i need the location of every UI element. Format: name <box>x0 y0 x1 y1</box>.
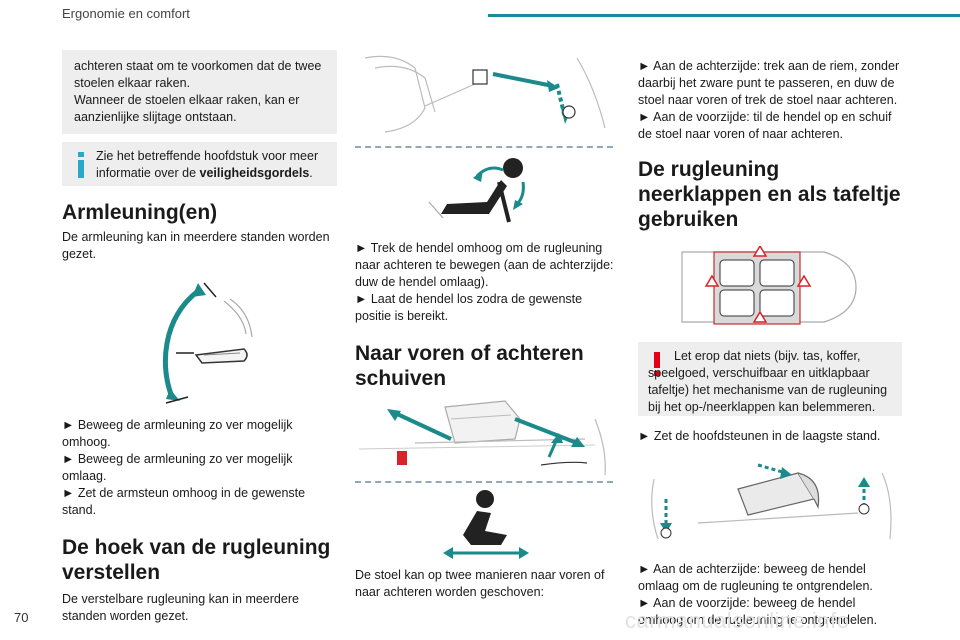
backrest-unlock-illustration <box>651 463 892 540</box>
armrest-step-2: ► Beweeg de armleuning zo ver mogelijk o… <box>62 452 293 483</box>
warning-box: Let erop dat niets (bijv. tas, koffer, s… <box>638 342 902 416</box>
section-title: Ergonomie en comfort <box>62 6 190 21</box>
car-seat-layout-illustration <box>681 246 857 325</box>
seat-recline-icon <box>428 158 525 223</box>
slide-step-1: ► Aan de achterzijde: trek aan de riem, … <box>638 59 900 107</box>
backrest-step-2: ► Laat de hendel los zodra de gewenste p… <box>355 292 583 323</box>
watermark: carmanualsonline.info <box>625 608 850 633</box>
note-text-2: Wanneer de stoelen elkaar raken, kan er … <box>74 93 300 124</box>
backrest-steps: ► Trek de hendel omhoog om de rugleuning… <box>355 240 617 325</box>
info-icon <box>78 152 84 178</box>
column-1: achteren staat om te voorkomen dat de tw… <box>62 50 337 625</box>
heading-armrest: Armleuning(en) <box>62 201 218 224</box>
seat-slide-illustration <box>358 400 606 476</box>
unlock-step-2: ► Aan de voorzijde: beweeg de hendel omh… <box>638 596 878 627</box>
note-text-1: achteren staat om te voorkomen dat de tw… <box>74 59 322 90</box>
heading-slide: Naar voren of achteren schuiven <box>355 342 584 390</box>
slide-intro: De stoel kan op twee manieren naar voren… <box>355 568 605 599</box>
dashed-divider-2 <box>355 481 613 483</box>
backrest-intro: De verstelbare rugleuning kan in meerder… <box>62 592 299 623</box>
seat-slide-icon <box>443 490 529 559</box>
slide-step-2: ► Aan de voorzijde: til de hendel op en … <box>638 110 892 141</box>
slide-steps: ► Aan de achterzijde: trek aan de riem, … <box>638 58 904 143</box>
armrest-intro: De armleuning kan in meerdere standen wo… <box>62 230 330 261</box>
info-text: Zie het betreffende hoofdstuk voor meer … <box>96 149 319 180</box>
page-number: 70 <box>14 610 29 625</box>
backrest-step-1: ► Trek de hendel omhoog om de rugleuning… <box>355 241 614 289</box>
heading-fold-table: De rugleuning neerklappen en als tafeltj… <box>638 158 901 231</box>
info-box: Zie het betreffende hoofdstuk voor meer … <box>62 142 337 186</box>
backrest-lever-illustration <box>364 55 606 133</box>
armrest-illustration <box>162 282 253 404</box>
armrest-step-1: ► Beweeg de armleuning zo ver mogelijk o… <box>62 418 293 449</box>
heading-backrest-angle: De hoek van de rugleuning verstellen <box>62 536 331 584</box>
header-accent-bar <box>488 14 960 17</box>
warning-icon <box>654 352 660 376</box>
note-box: achteren staat om te voorkomen dat de tw… <box>62 50 337 134</box>
dashed-divider <box>355 146 613 148</box>
info-bold-link: veiligheidsgordels <box>199 166 310 180</box>
column-2: ► Trek de hendel omhoog om de rugleuning… <box>355 48 617 601</box>
unlock-step-1: ► Aan de achterzijde: beweeg de hendel o… <box>638 562 873 593</box>
column-3: ► Aan de achterzijde: trek aan de riem, … <box>638 58 904 629</box>
warning-text: Let erop dat niets (bijv. tas, koffer, s… <box>648 349 888 414</box>
headrest-step: ► Zet de hoofdsteunen in de laagste stan… <box>638 429 881 443</box>
armrest-step-3: ► Zet de armsteun omhoog in de gewenste … <box>62 486 306 517</box>
armrest-steps: ► Beweeg de armleuning zo ver mogelijk o… <box>62 417 337 519</box>
unlock-steps: ► Aan de achterzijde: beweeg de hendel o… <box>638 561 904 629</box>
